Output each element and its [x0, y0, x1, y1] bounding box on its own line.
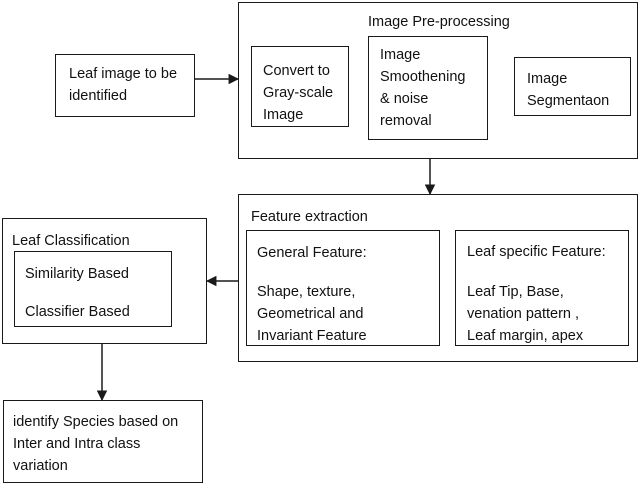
- step-smoothening-label: Image Smoothening & noise removal: [380, 47, 466, 129]
- general-feature-title: General Feature:: [257, 245, 367, 261]
- input-box: [55, 54, 195, 117]
- step-grayscale-box: [251, 46, 349, 127]
- classification-title: Leaf Classification: [12, 233, 130, 249]
- step-segmentation-label: Image Segmentaon: [527, 71, 610, 109]
- general-feature-box: [246, 230, 440, 346]
- output-box: [3, 400, 203, 483]
- leaf-specific-feature-box: [455, 230, 629, 346]
- step-segmentation-box: [514, 57, 631, 116]
- step-smoothening-box: [368, 36, 488, 140]
- method-classifier-label: Classifier Based: [25, 304, 130, 320]
- classification-methods-box: [14, 251, 172, 327]
- feature-extraction-title: Feature extraction: [251, 209, 368, 225]
- step-grayscale-label: Convert to Gray-scale Image: [263, 63, 334, 123]
- method-similarity-label: Similarity Based: [25, 266, 129, 282]
- general-feature-text: Shape, texture, Geometrical and Invarian…: [257, 284, 367, 344]
- leaf-specific-feature-title: Leaf specific Feature:: [467, 244, 606, 260]
- input-label: Leaf image to be identified: [69, 66, 178, 104]
- preprocessing-title: Image Pre-processing: [368, 14, 510, 30]
- leaf-specific-feature-text: Leaf Tip, Base, venation pattern , Leaf …: [467, 284, 584, 344]
- output-label: identify Species based on Inter and Intr…: [13, 414, 179, 474]
